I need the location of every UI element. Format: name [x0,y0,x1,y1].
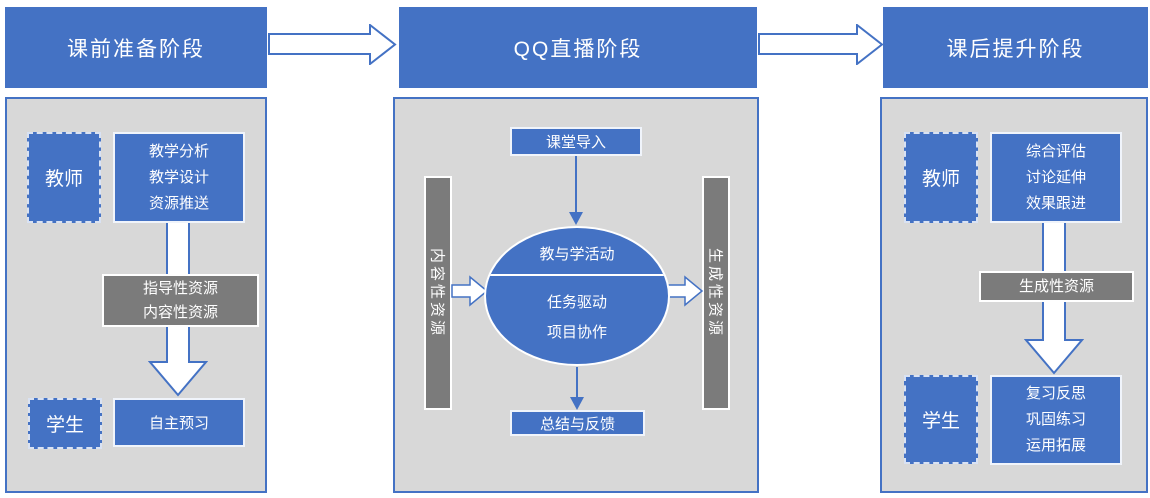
task-line: 讨论延伸 [1025,168,1086,186]
panel-live: 课堂导入 内容性资源 生成性资源 教与学活动 任务驱动 项目协作 总结与反馈 [393,97,759,493]
content-resource-bar: 内容性资源 [424,176,452,410]
task-line: 运用拓展 [1025,437,1086,454]
teacher-box: 教师 [27,132,101,223]
task-line: 教学设计 [148,168,209,186]
stage-flow-right-arrow-icon [268,24,397,65]
content-resource-label: 内容性资源 [428,247,446,339]
stage-header-postclass: 课后提升阶段 [883,7,1148,88]
panel-postclass: 教师 综合评估 讨论延伸 效果跟进 生成性资源 学生 复习反思 巩固练习 运用拓… [880,97,1148,493]
generated-resource-bar: 生成性资源 [702,176,730,410]
task-line: 巩固练习 [1025,411,1086,428]
teacher-tasks-box: 综合评估 讨论延伸 效果跟进 [990,132,1122,223]
resource-line: 内容性资源 [142,303,218,321]
task-line: 资源推送 [148,194,209,212]
teacher-box: 教师 [904,132,978,223]
stage-header-preclass: 课前准备阶段 [5,7,267,88]
student-box: 学生 [904,375,978,464]
teacher-tasks-box: 教学分析 教学设计 资源推送 [113,132,245,223]
down-arrow-icon [570,367,584,410]
ellipse-divider [486,274,668,276]
down-arrow-icon [569,156,583,225]
task-line: 教学分析 [148,142,209,160]
activity-ellipse: 教与学活动 任务驱动 项目协作 [484,226,670,366]
right-arrow-icon [666,275,704,307]
ellipse-bottom-line: 项目协作 [546,324,607,341]
resource-line: 指导性资源 [142,279,218,297]
resource-label-box: 生成性资源 [979,271,1134,302]
task-line: 综合评估 [1025,142,1086,160]
panel-preclass: 教师 教学分析 教学设计 资源推送 指导性资源 内容性资源 学生 自主预习 [5,97,267,493]
summary-feedback-box: 总结与反馈 [510,410,645,436]
stage-flow-right-arrow-icon [758,24,884,65]
stage-header-live: QQ直播阶段 [399,7,757,88]
generated-resource-label: 生成性资源 [706,247,724,339]
task-line: 复习反思 [1025,385,1086,402]
student-box: 学生 [28,398,102,449]
ellipse-top-label: 教与学活动 [539,246,615,263]
resource-line: 生成性资源 [1018,277,1094,295]
student-tasks-box: 复习反思 巩固练习 运用拓展 [990,375,1122,465]
student-tasks-box: 自主预习 [113,398,245,447]
ellipse-bottom-line: 任务驱动 [546,294,607,311]
right-arrow-icon [451,275,489,307]
class-intro-box: 课堂导入 [510,127,642,156]
resource-label-box: 指导性资源 内容性资源 [102,274,259,327]
task-line: 效果跟进 [1025,194,1086,212]
